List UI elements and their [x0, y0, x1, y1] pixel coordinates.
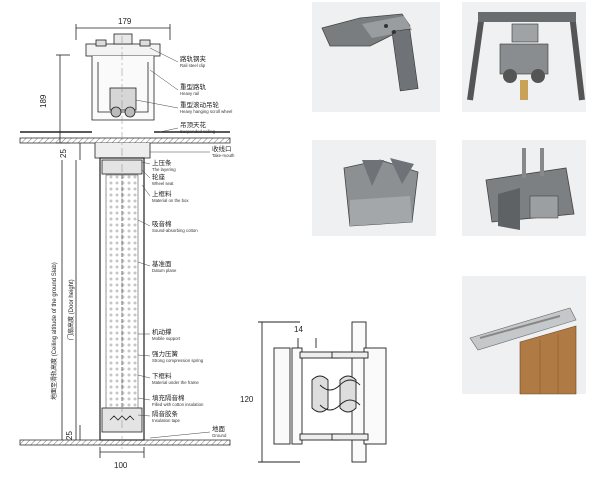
callout-zh: 隔音胶条: [152, 409, 179, 418]
callout-zh: 收线口: [212, 144, 232, 153]
hanging-wheel-photo: [462, 2, 586, 112]
vertical-label-door: 门扇高度 (Door height): [67, 279, 75, 340]
dim-gap-bottom: 25: [65, 431, 74, 440]
callout-en: Ground: [212, 433, 227, 438]
scroll-wheel: [109, 87, 137, 111]
callout-en: Wheel seat: [152, 181, 174, 186]
callout-en: Mobile support: [152, 336, 181, 341]
callout-zh: 填充隔音棉: [152, 393, 185, 402]
callout-zh: 地面: [212, 424, 226, 433]
callout-zh: 基准面: [152, 259, 172, 268]
dim-width-top: 179: [118, 17, 132, 26]
callout-en: Suspended ceiling: [180, 129, 216, 134]
callout-zh: 吊顶天花: [180, 120, 207, 129]
callout-zh: 下框料: [152, 371, 172, 380]
vertical-label-slab: 地面至滑轨高度 (Ceiling altitude of the ground …: [50, 262, 58, 400]
dim-joint-height: 120: [240, 395, 254, 404]
callout-en: Rail steel clip: [180, 63, 206, 68]
joint-profile: [258, 321, 387, 463]
callout-en: Datum plane: [152, 268, 177, 273]
callout-en: The layering: [152, 167, 176, 172]
ceiling-track-photo: [462, 276, 586, 395]
callout-zh: 上压条: [152, 158, 172, 167]
door-section: [19, 24, 231, 458]
callout-en: Filled with cotton insulation: [152, 402, 204, 407]
callout-zh: 机动撑: [152, 327, 172, 336]
callout-zh: 重型路轨: [180, 82, 207, 91]
callout-zh: 吸音棉: [152, 219, 172, 228]
callouts: 路轨钢夹 Rail steel clip 重型路轨 Heavy rail 重型滚…: [152, 54, 235, 438]
ground-slab: [19, 439, 231, 446]
callout-en: Heavy rail: [180, 91, 199, 96]
wheel-seat-photo: [312, 140, 436, 236]
callout-en: Material on the box: [152, 198, 189, 203]
callout-zh: 路轨钢夹: [180, 54, 207, 63]
take-mouth: [94, 143, 151, 159]
callout-en: Material under the frame: [152, 380, 199, 385]
ceiling-slab: [19, 137, 231, 144]
callout-zh: 重型滚动吊轮: [180, 100, 220, 109]
rail-bracket-photo: [312, 2, 440, 112]
rail-clip-photo: [462, 140, 586, 236]
callout-zh: 上框料: [152, 189, 172, 198]
dim-width-bottom: 100: [114, 461, 128, 470]
callout-en: Heavy hanging scroll wheel: [180, 109, 232, 114]
callout-en: Insulation tape: [152, 418, 181, 423]
callout-zh: 强力压簧: [152, 349, 179, 358]
callout-zh: 轮座: [152, 172, 166, 181]
callout-en: Strong compression spring: [152, 358, 204, 363]
dim-joint-top: 14: [294, 325, 303, 334]
callout-en: Take-mouth: [212, 153, 235, 158]
callout-en: Sound-absorbing cotton: [152, 228, 198, 233]
dim-height-left: 189: [39, 94, 48, 108]
dim-gap-top: 25: [59, 149, 68, 158]
